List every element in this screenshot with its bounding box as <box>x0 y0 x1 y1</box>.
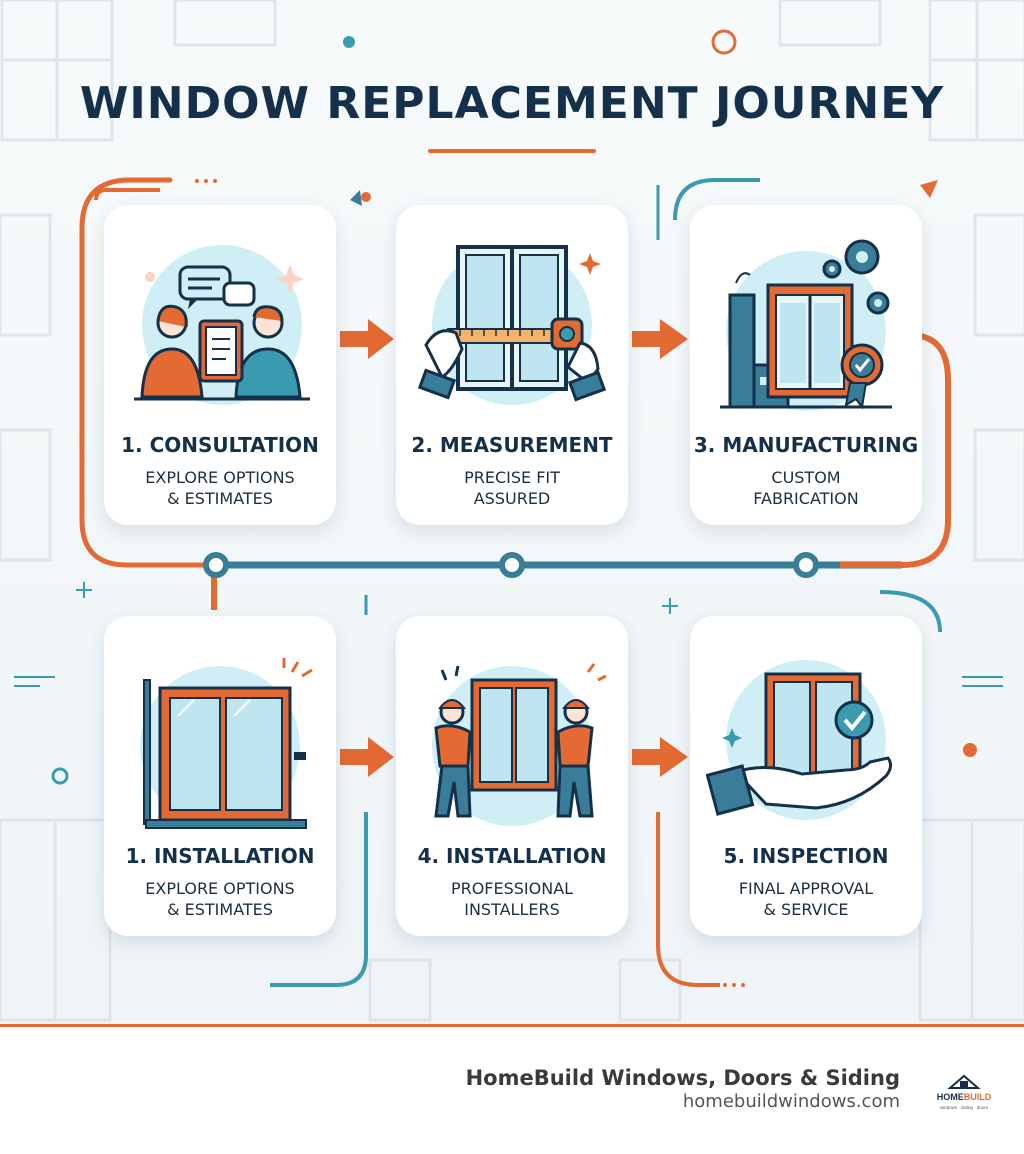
step-card-measurement: 2. MEASUREMENT PRECISE FIT ASSURED <box>396 205 628 525</box>
footer <box>0 1027 1024 1154</box>
step-desc-line: FABRICATION <box>753 489 859 508</box>
step-description: FINAL APPROVAL & SERVICE <box>710 878 902 920</box>
step-title: 5. INSPECTION <box>723 844 889 868</box>
step-desc-line: PROFESSIONAL <box>450 879 574 898</box>
step-title: 1. INSTALLATION <box>125 844 315 868</box>
step-description: EXPLORE OPTIONS & ESTIMATES <box>124 467 316 509</box>
step-title: 2. MEASUREMENT <box>411 433 613 457</box>
step-card-installers: 4. INSTALLATION PROFESSIONAL INSTALLERS <box>396 616 628 936</box>
measurement-icon <box>417 245 607 405</box>
company-name: HomeBuild Windows, Doors & Siding <box>465 1066 900 1090</box>
page-title: WINDOW REPLACEMENT JOURNEY <box>79 78 945 129</box>
website-link[interactable]: homebuildwindows.com <box>682 1091 900 1112</box>
installers-icon <box>432 663 607 826</box>
step-desc-line: FINAL APPROVAL <box>738 879 874 898</box>
step-desc-line: & SERVICE <box>763 900 849 919</box>
svg-text:HOMEBUILD: HOMEBUILD <box>937 1092 992 1102</box>
window-install-icon <box>140 658 313 829</box>
step-description: CUSTOM FABRICATION <box>710 467 902 509</box>
step-card-consultation: 1. CONSULTATION EXPLORE OPTIONS & ESTIMA… <box>104 205 336 525</box>
inspection-icon <box>706 660 893 820</box>
step-desc-line: CUSTOM <box>771 468 841 487</box>
step-card-inspection: 5. INSPECTION FINAL APPROVAL & SERVICE <box>690 616 922 936</box>
step-desc-line: ASSURED <box>473 489 551 508</box>
step-desc-line: & ESTIMATES <box>167 489 273 508</box>
title-underline <box>428 149 596 153</box>
footer-divider <box>0 1024 1024 1027</box>
homebuild-logo: HOMEBUILD windows · siding · doors <box>937 1074 992 1110</box>
step-desc-line: PRECISE FIT <box>464 468 560 487</box>
consultation-icon <box>134 245 310 405</box>
step-desc-line: EXPLORE OPTIONS <box>145 879 295 898</box>
step-card-manufacturing: 3. MANUFACTURING CUSTOM FABRICATION <box>690 205 922 525</box>
step-title: 4. INSTALLATION <box>417 844 607 868</box>
step-description: PROFESSIONAL INSTALLERS <box>416 878 608 920</box>
step-desc-line: EXPLORE OPTIONS <box>145 468 295 487</box>
step-desc-line: INSTALLERS <box>464 900 560 919</box>
step-description: PRECISE FIT ASSURED <box>416 467 608 509</box>
step-description: EXPLORE OPTIONS & ESTIMATES <box>124 878 316 920</box>
step-title: 1. CONSULTATION <box>121 433 319 457</box>
step-desc-line: & ESTIMATES <box>167 900 273 919</box>
manufacturing-icon <box>720 239 892 411</box>
step-card-window-installation: 1. INSTALLATION EXPLORE OPTIONS & ESTIMA… <box>104 616 336 936</box>
svg-text:windows · siding · doors: windows · siding · doors <box>940 1105 989 1110</box>
background-decoration <box>0 0 1024 1022</box>
step-title: 3. MANUFACTURING <box>693 433 919 457</box>
